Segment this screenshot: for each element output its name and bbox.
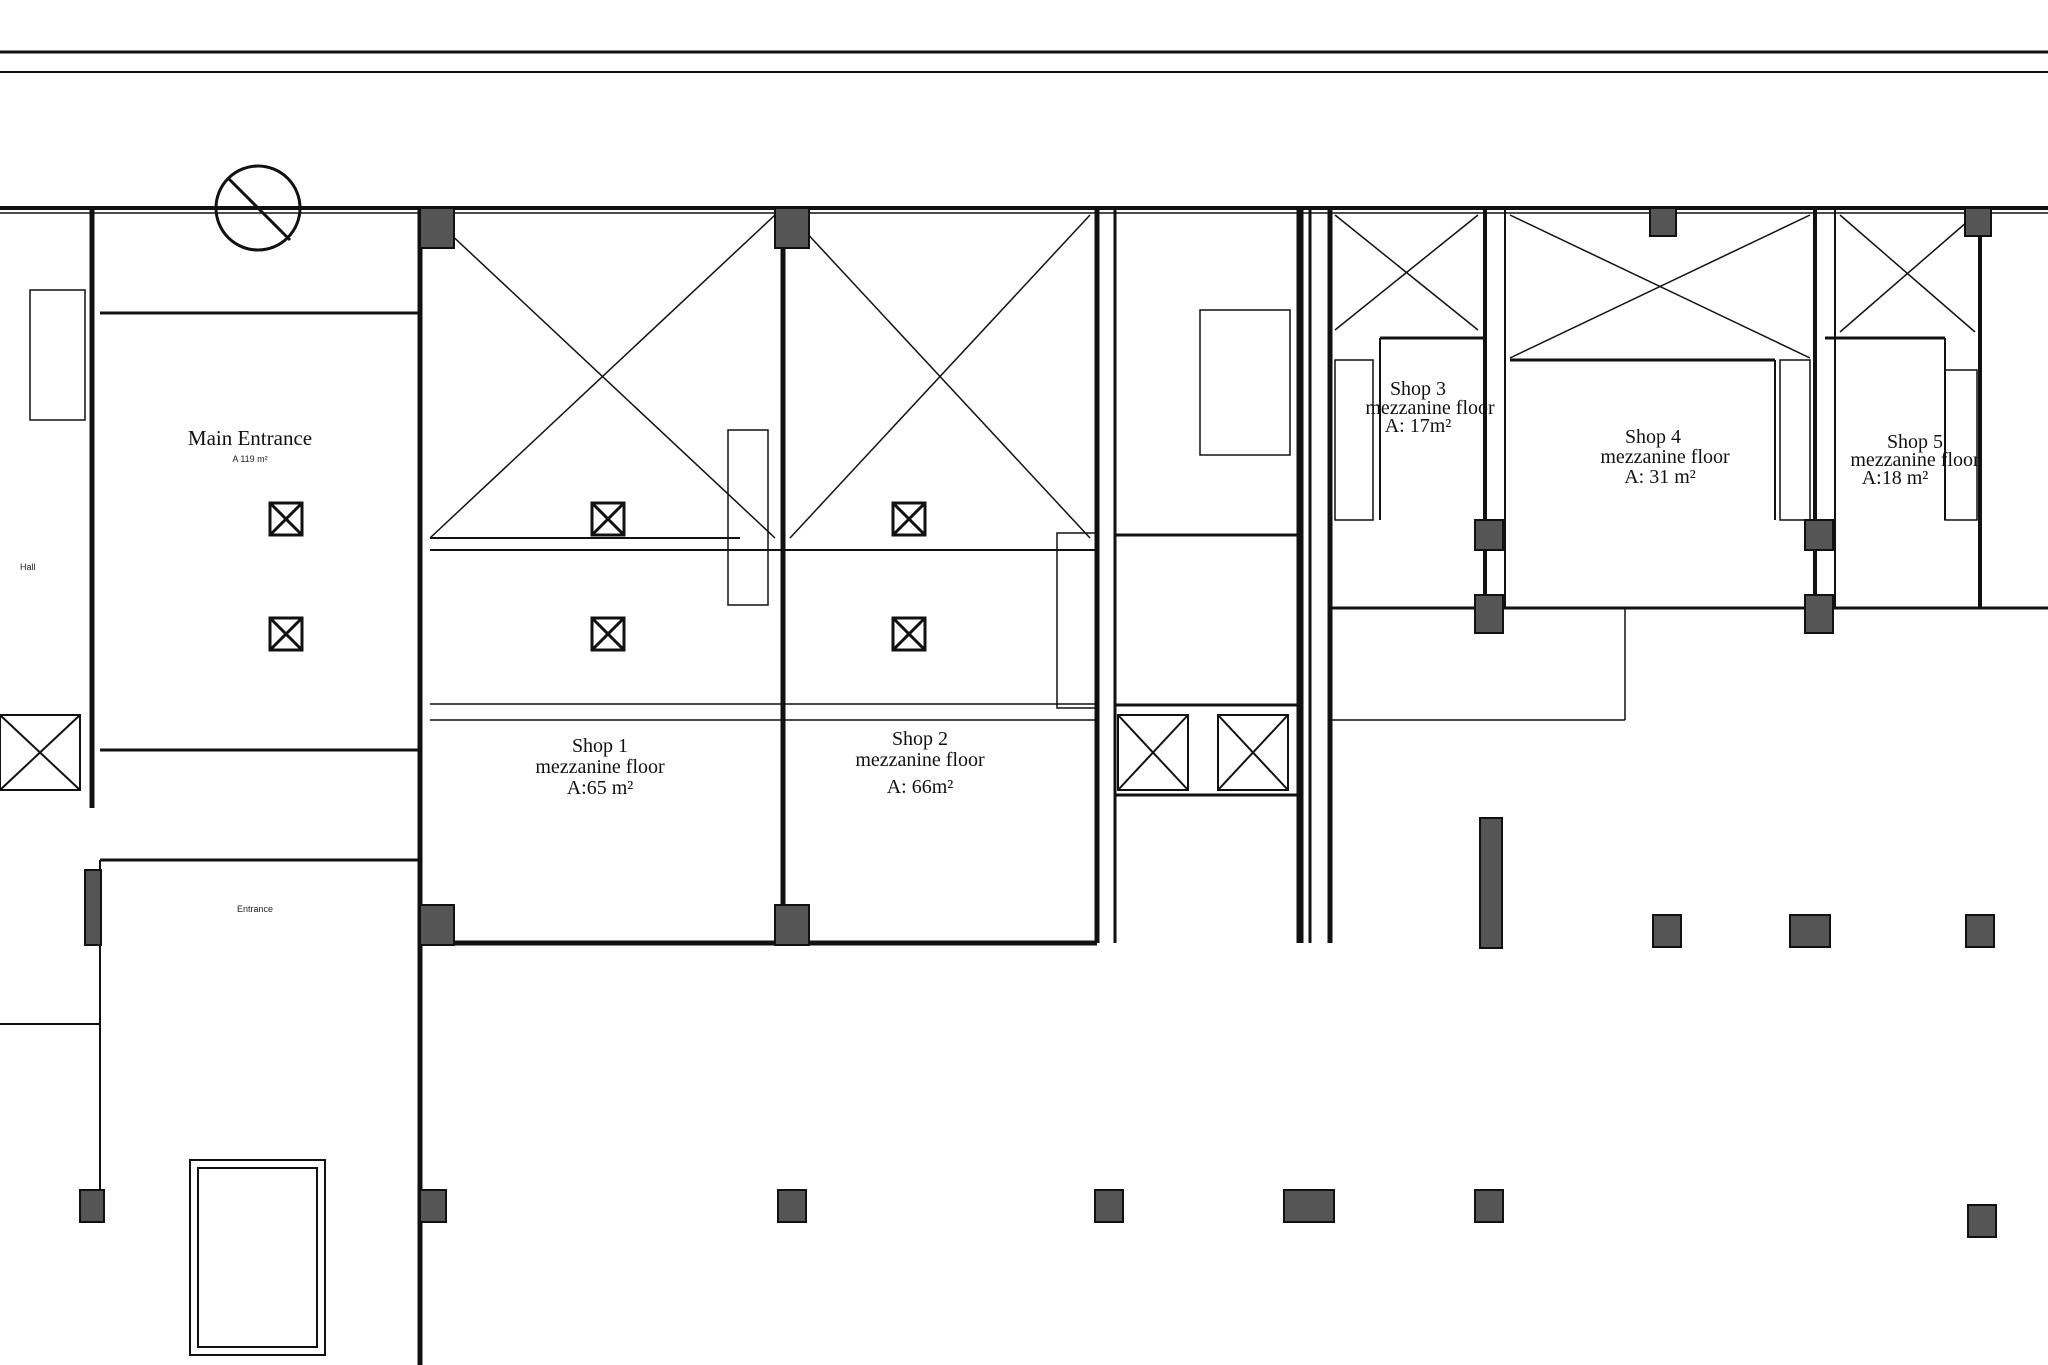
shop2-floor: mezzanine floor	[855, 749, 985, 771]
shop3-floor: mezzanine floor	[1365, 397, 1495, 419]
columns	[79, 207, 1997, 1238]
shop1-area: A:65 m²	[567, 777, 634, 799]
shop4-floor: mezzanine floor	[1600, 446, 1730, 468]
fixtures	[268, 501, 927, 652]
shop2-area: A: 66m²	[887, 776, 954, 798]
shop3-area: A: 17m²	[1385, 415, 1452, 437]
main-entrance-area: A 119 m²	[232, 454, 267, 464]
shop2-name: Shop 2	[892, 728, 948, 750]
walls	[0, 208, 2048, 1365]
elevators	[0, 714, 1289, 791]
shop1-floor: mezzanine floor	[535, 756, 665, 778]
entrance-name: Entrance	[237, 904, 273, 914]
shop5-floor: mezzanine floor	[1850, 449, 1980, 471]
left-hall-name: Hall	[20, 562, 36, 572]
shop5-area: A:18 m²	[1862, 467, 1929, 489]
room-labels: Main Entrance A 119 m² Entrance Shop 1 m…	[20, 378, 1980, 914]
shop4-area: A: 31 m²	[1624, 466, 1696, 488]
stairs	[29, 289, 1978, 709]
shop4-name: Shop 4	[1625, 426, 1681, 448]
shop1-name: Shop 1	[572, 735, 628, 757]
main-entrance-name: Main Entrance	[188, 426, 312, 450]
shop5-name: Shop 5	[1887, 431, 1943, 453]
sheet-frame	[0, 50, 2048, 73]
facade-wall	[0, 206, 2048, 214]
shop3-name: Shop 3	[1390, 378, 1446, 400]
storefront	[189, 1159, 326, 1356]
